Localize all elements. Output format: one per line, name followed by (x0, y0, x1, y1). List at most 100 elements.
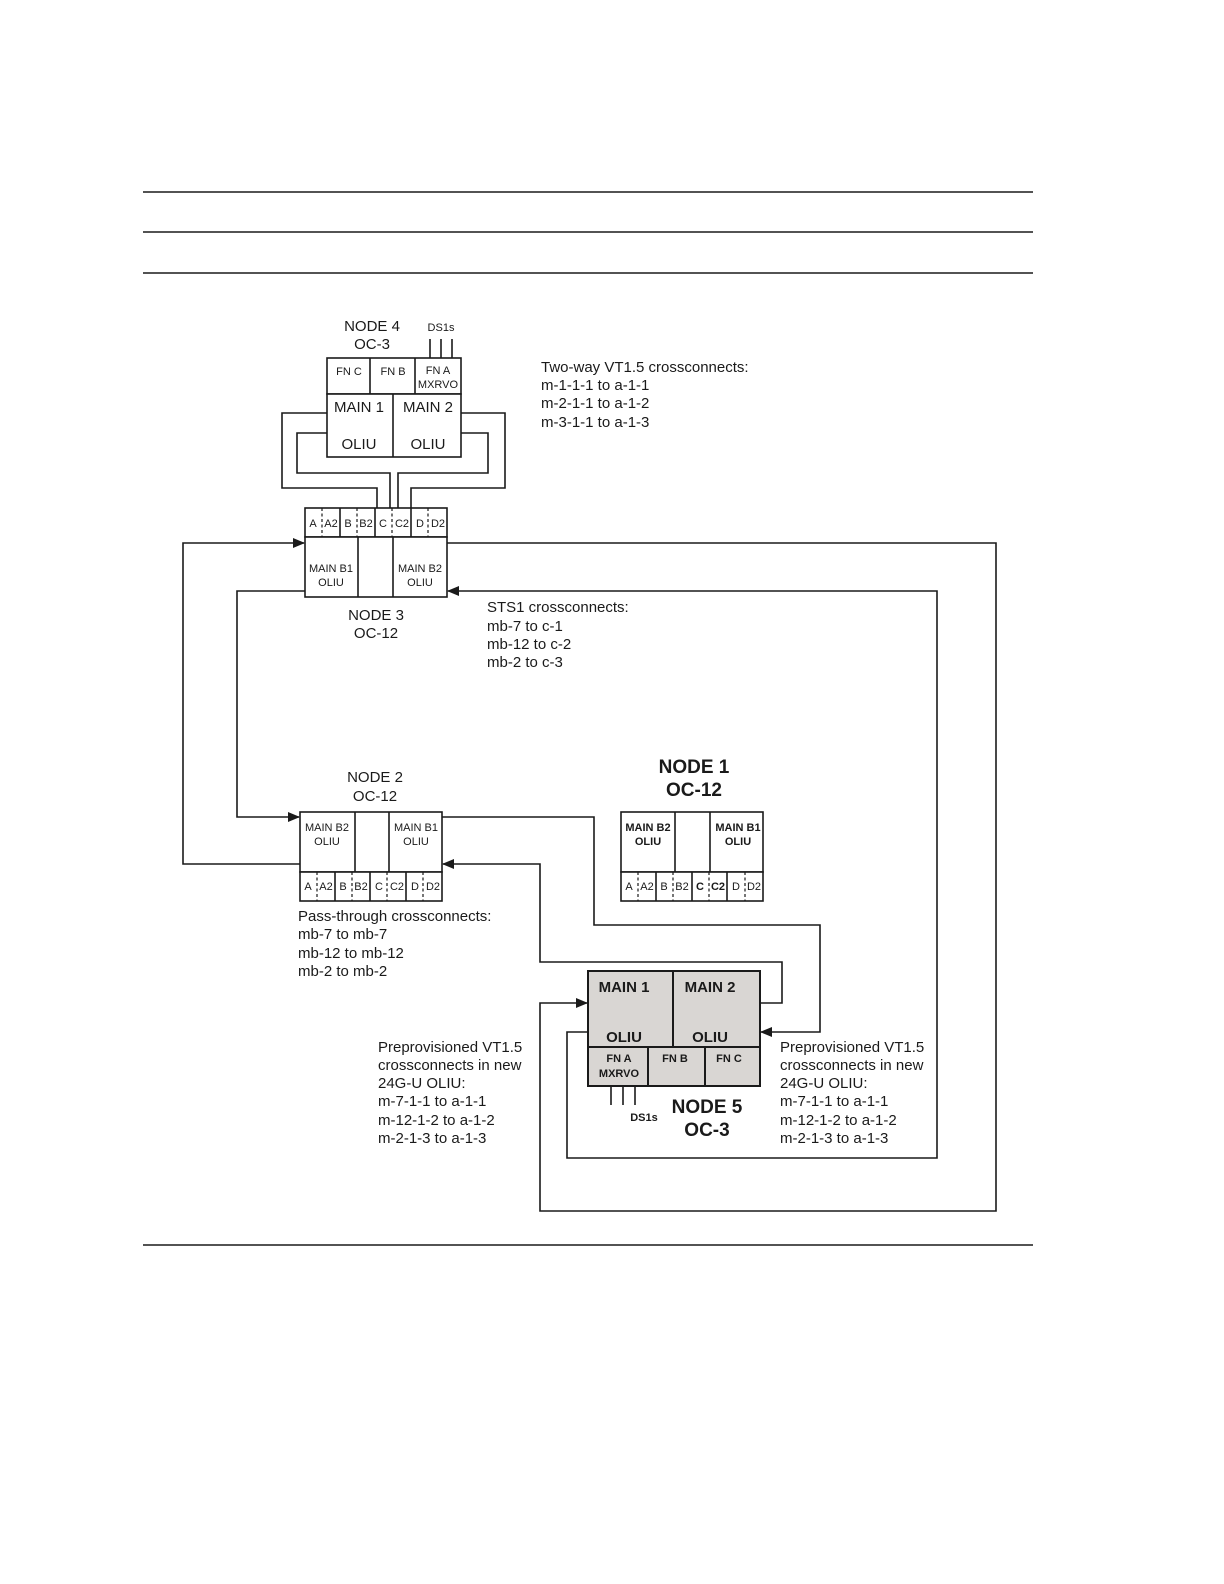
node-1-slot-d: D (732, 881, 740, 893)
node-5-title: NODE 5 (672, 1097, 743, 1118)
node-5-notes-left-line: crossconnects in new (378, 1057, 522, 1074)
node-3-slot-b: B (344, 518, 351, 530)
node-5-fn-row (587, 1046, 761, 1087)
node-3-slot-c: C (379, 518, 387, 530)
node-2-notes-title: Pass-through crossconnects: (298, 908, 491, 925)
node-1-slot-b: B (660, 881, 667, 893)
node-1-slot-c2: C2 (711, 881, 725, 893)
node-1-slot-a2: A2 (640, 881, 653, 893)
node-4: NODE 4 OC-3 DS1s FN C FN B FN A MXRVO MA… (326, 318, 462, 458)
node-5-fn-a: FN A (606, 1053, 631, 1065)
node-4-ds1s-label: DS1s (428, 322, 455, 334)
node-2-notes-line: mb-7 to mb-7 (298, 926, 387, 943)
fiber-node2-to-node5 (442, 816, 821, 1037)
node-3-main-row (304, 536, 448, 598)
node-1: NODE 1 OC-12 MAIN B2 OLIU MAIN B1 OLIU A… (620, 757, 764, 902)
node-5-oliu-2: OLIU (692, 1029, 728, 1046)
node-1-slot-c: C (696, 881, 704, 893)
node-3: A A2 B B2 C C2 D D2 MAIN B1 OLIU MAIN B2… (304, 507, 448, 642)
node-2-slot-c2: C2 (390, 881, 404, 893)
node-4-main-1: MAIN 1 (334, 399, 384, 416)
node-3-slot-b2: B2 (359, 518, 372, 530)
node-4-notes-line: m-1-1-1 to a-1-1 (541, 377, 649, 394)
fiber-node2-to-node3-outer (182, 538, 305, 865)
node-4-notes: Two-way VT1.5 crossconnects: m-1-1-1 to … (541, 359, 749, 431)
node-2-notes-line: mb-2 to mb-2 (298, 963, 387, 980)
node-5-notes-left-line: m-2-1-3 to a-1-3 (378, 1130, 486, 1147)
node-5-notes-right-line: m-12-1-2 to a-1-2 (780, 1112, 897, 1129)
node-5-fn-b: FN B (662, 1053, 688, 1065)
node-4-fn-c: FN C (336, 366, 362, 378)
node-2-oliu-b1: OLIU (403, 836, 429, 848)
node-3-notes-line: mb-2 to c-3 (487, 654, 563, 671)
node-2-rate: OC-12 (353, 788, 397, 805)
node-2-slot-b: B (339, 881, 346, 893)
node-4-notes-line: m-3-1-1 to a-1-3 (541, 414, 649, 431)
node-2: NODE 2 OC-12 MAIN B2 OLIU MAIN B1 OLIU A… (299, 769, 443, 902)
node-3-main-b1: MAIN B1 (309, 563, 353, 575)
node-4-main-2: MAIN 2 (403, 399, 453, 416)
node-3-slot-c2: C2 (395, 518, 409, 530)
node-5-notes-right-line: m-2-1-3 to a-1-3 (780, 1130, 888, 1147)
node-1-slot-b2: B2 (675, 881, 688, 893)
node-3-main-b2: MAIN B2 (398, 563, 442, 575)
node-2-notes-line: mb-12 to mb-12 (298, 945, 404, 962)
node-5-main-2: MAIN 2 (685, 979, 736, 996)
node-1-main-row (620, 811, 764, 873)
node-2-slot-a: A (304, 881, 312, 893)
node-3-title: NODE 3 (348, 607, 404, 624)
node-5-notes-right-line: crossconnects in new (780, 1057, 924, 1074)
node-2-slot-d: D (411, 881, 419, 893)
node-3-oliu-b2: OLIU (407, 577, 433, 589)
node-5-ds1s-label: DS1s (630, 1112, 658, 1124)
node-5-notes-left-line: m-7-1-1 to a-1-1 (378, 1093, 486, 1110)
node-3-slot-row (304, 507, 448, 538)
node-3-slot-d2: D2 (431, 518, 445, 530)
node-2-title: NODE 2 (347, 769, 403, 786)
node-5-fn-a-mxrvo: MXRVO (599, 1068, 640, 1080)
node-4-notes-title: Two-way VT1.5 crossconnects: (541, 359, 749, 376)
node-4-oliu-2: OLIU (410, 436, 445, 453)
fiber-connections (182, 538, 997, 1212)
node-2-main-b1: MAIN B1 (394, 822, 438, 834)
fiber-node5-to-node2 (442, 859, 783, 1004)
node-3-notes-line: mb-7 to c-1 (487, 618, 563, 635)
node-2-slot-d2: D2 (426, 881, 440, 893)
node-3-slot-d: D (416, 518, 424, 530)
node-5-notes-right-line: 24G-U OLIU: (780, 1075, 868, 1092)
node-1-main-b2: MAIN B2 (625, 822, 670, 834)
node-1-main-b1: MAIN B1 (715, 822, 760, 834)
node-3-notes-title: STS1 crossconnects: (487, 599, 629, 616)
fiber-node5-to-node3-inner (447, 586, 938, 1159)
node-4-title: NODE 4 (344, 318, 400, 335)
node-3-slot-a2: A2 (324, 518, 337, 530)
node-4-notes-line: m-2-1-1 to a-1-2 (541, 395, 649, 412)
node-5-notes-right-line: Preprovisioned VT1.5 (780, 1039, 924, 1056)
node-5-oliu-1: OLIU (606, 1029, 642, 1046)
node-4-rate: OC-3 (354, 336, 390, 353)
node-4-fn-a-mxrvo: MXRVO (418, 379, 459, 391)
node-1-slot-d2: D2 (747, 881, 761, 893)
node-1-oliu-b2: OLIU (635, 836, 661, 848)
node-2-slot-row (299, 871, 443, 902)
node-5-notes-left: Preprovisioned VT1.5 crossconnects in ne… (378, 1039, 522, 1147)
node-2-main-b2: MAIN B2 (305, 822, 349, 834)
node-5-notes-left-line: 24G-U OLIU: (378, 1075, 466, 1092)
node-5-notes-left-line: Preprovisioned VT1.5 (378, 1039, 522, 1056)
node-1-oliu-b1: OLIU (725, 836, 751, 848)
node-3-slot-a: A (309, 518, 317, 530)
fiber-node3-to-node5-outer (447, 542, 997, 1212)
node-1-rate: OC-12 (666, 780, 722, 801)
node-4-main-row (326, 393, 462, 458)
node-2-notes: Pass-through crossconnects: mb-7 to mb-7… (298, 908, 491, 980)
node-3-oliu-b1: OLIU (318, 577, 344, 589)
node-5-fn-c: FN C (716, 1053, 742, 1065)
fiber-node3-to-node2-inner (236, 590, 305, 822)
node-4-to-node-3-fibers (281, 412, 506, 508)
node-2-oliu-b2: OLIU (314, 836, 340, 848)
node-4-fn-b: FN B (380, 366, 405, 378)
node-3-notes-line: mb-12 to c-2 (487, 636, 571, 653)
node-5-notes-left-line: m-12-1-2 to a-1-2 (378, 1112, 495, 1129)
node-5-ds1-leads (610, 1086, 636, 1105)
